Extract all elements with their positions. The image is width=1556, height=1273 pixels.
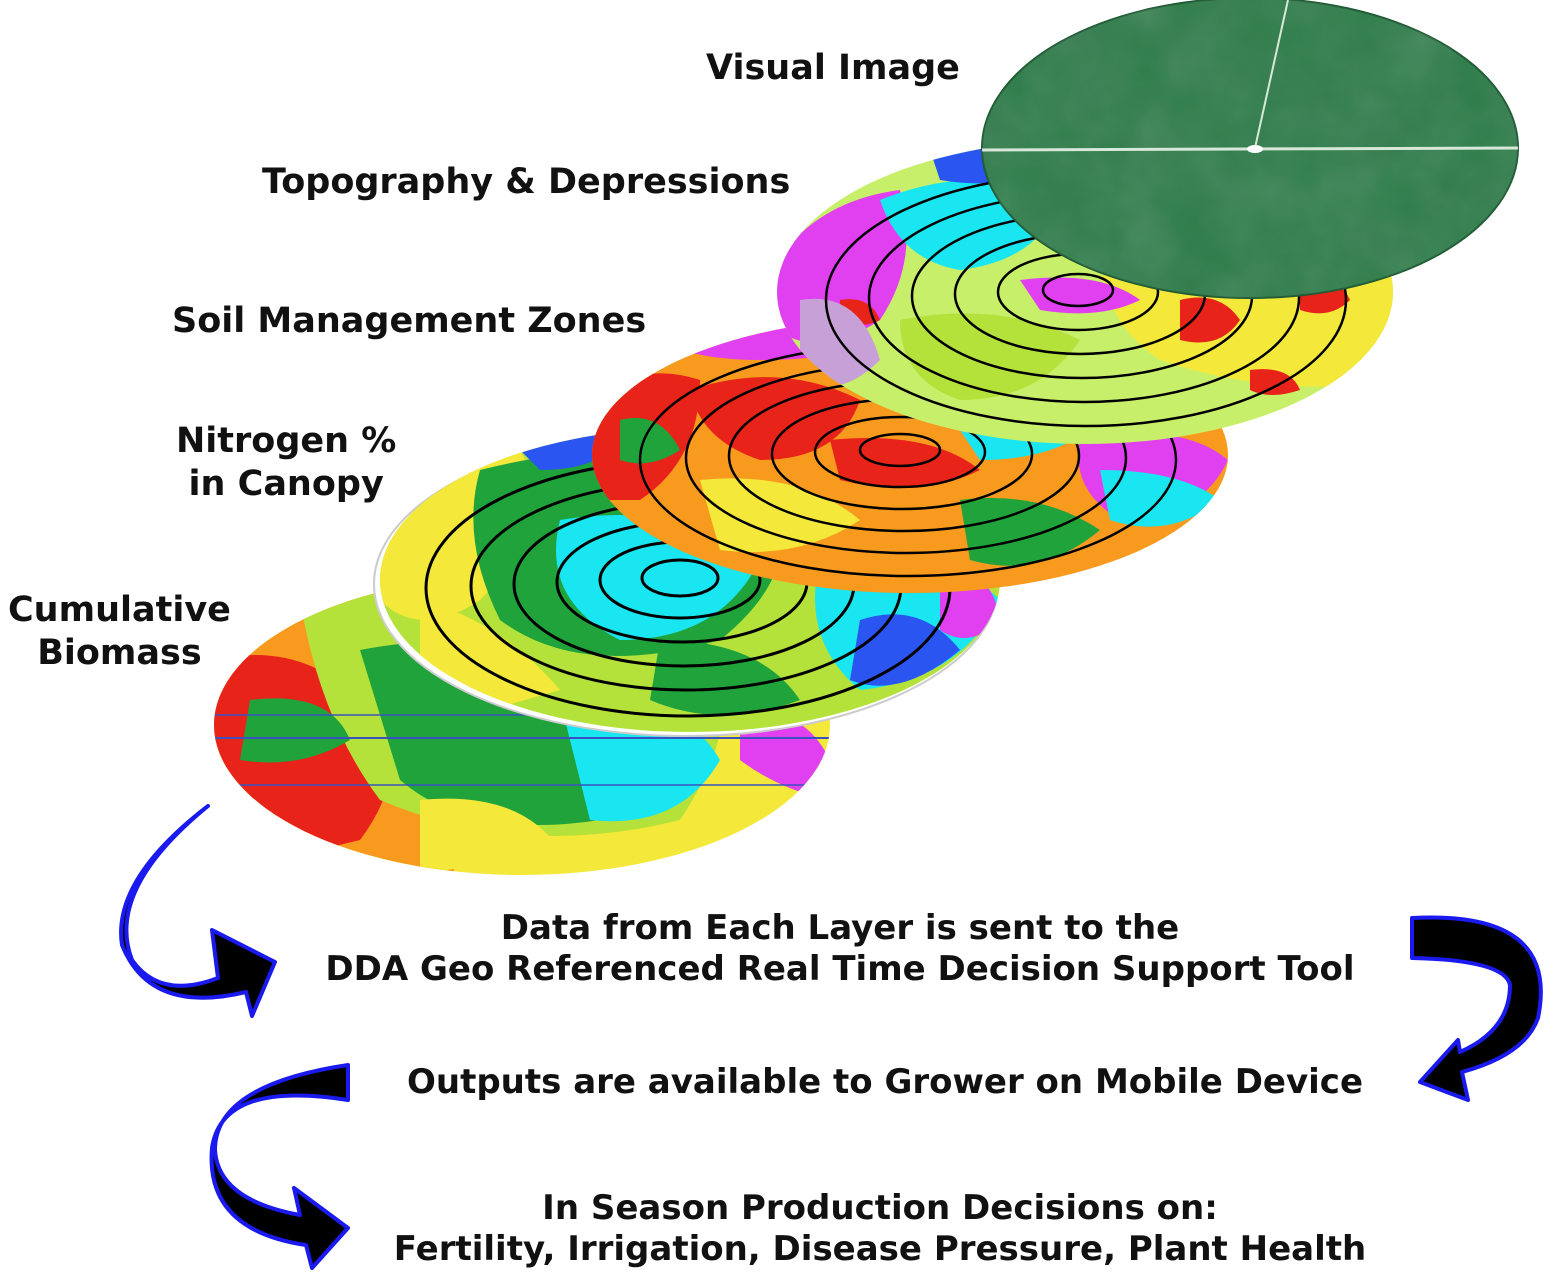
label-visual-image: Visual Image [706,47,960,90]
flow-step-production-decisions: In Season Production Decisions on: Ferti… [340,1188,1420,1271]
visual-texture [982,0,1518,298]
flow-step-decision-tool-line1: Data from Each Layer is sent to the [500,908,1180,948]
arrow-to-decision-tool-icon [119,804,277,1018]
arrow-to-mobile-device-icon [1410,915,1543,1102]
label-biomass: Cumulative Biomass [8,589,231,674]
flow-arrows [119,804,1543,1270]
flow-step-decision-tool: Data from Each Layer is sent to the DDA … [280,908,1400,991]
label-nitrogen: Nitrogen % in Canopy [176,420,396,505]
label-biomass-line2: Biomass [37,632,202,673]
flow-step-mobile-device: Outputs are available to Grower on Mobil… [360,1062,1410,1103]
flow-step-mobile-device-line1: Outputs are available to Grower on Mobil… [406,1062,1364,1102]
label-nitrogen-line2: in Canopy [188,463,384,504]
label-soil-zones-line1: Soil Management Zones [172,301,647,341]
label-soil-zones: Soil Management Zones [172,300,646,343]
label-biomass-line1: Cumulative [8,590,231,630]
label-visual-image-line1: Visual Image [706,48,960,88]
arrow-to-production-decisions-icon [209,1063,350,1270]
flow-step-production-decisions-line1: In Season Production Decisions on: [542,1188,1218,1228]
label-nitrogen-line1: Nitrogen % [176,421,397,461]
flow-step-decision-tool-line2: DDA Geo Referenced Real Time Decision Su… [325,949,1355,990]
layer-visual-image [981,0,1519,299]
flow-step-production-decisions-line2: Fertility, Irrigation, Disease Pressure,… [393,1229,1367,1270]
label-topography: Topography & Depressions [262,161,790,204]
layer-topography-map [777,140,1393,444]
label-topography-line1: Topography & Depressions [262,162,791,202]
